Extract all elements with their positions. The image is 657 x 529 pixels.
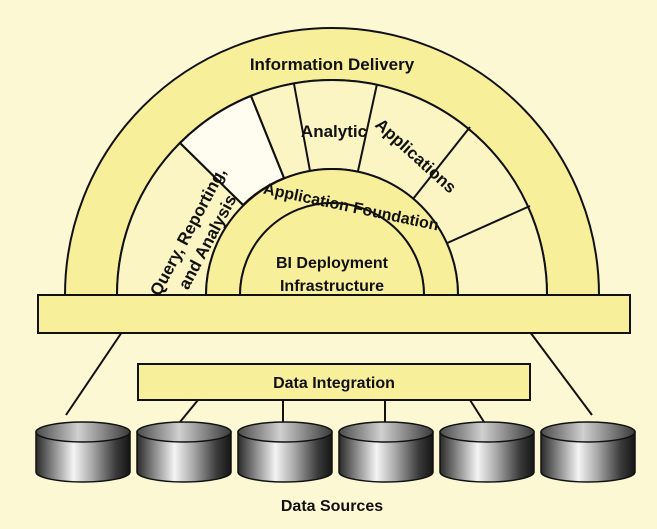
database-cylinder-icon: [237, 421, 333, 483]
divider-5: [412, 126, 471, 200]
data-integration-bar: [137, 363, 531, 401]
integration-connectors: [179, 399, 485, 423]
divider-6: [444, 205, 531, 245]
information-delivery-label: Information Delivery: [250, 55, 415, 74]
bi-deployment-label: BI Deployment: [276, 255, 389, 272]
divider-3: [293, 83, 311, 172]
infrastructure-platform: [37, 294, 631, 334]
data-sources-group: [35, 421, 636, 483]
database-cylinder-icon: [136, 421, 232, 483]
database-cylinder-icon: [439, 421, 535, 483]
data-integration-label: Data Integration: [273, 375, 395, 392]
analytic-label: Analytic: [301, 122, 367, 141]
database-cylinder-icon: [540, 421, 636, 483]
divider-4: [357, 83, 378, 172]
connector-2: [179, 399, 199, 423]
connector-right-outer: [529, 331, 593, 416]
infrastructure-label: Infrastructure: [280, 278, 384, 295]
connector-5: [469, 399, 485, 423]
database-cylinder-icon: [35, 421, 131, 483]
bi-deployment-dome: [238, 202, 426, 296]
divider-1: [179, 142, 244, 206]
database-cylinder-icon: [338, 421, 434, 483]
divider-2: [250, 95, 285, 179]
data-sources-label: Data Sources: [281, 498, 383, 515]
application-dividers: [179, 83, 531, 245]
connector-left-outer: [65, 331, 123, 416]
